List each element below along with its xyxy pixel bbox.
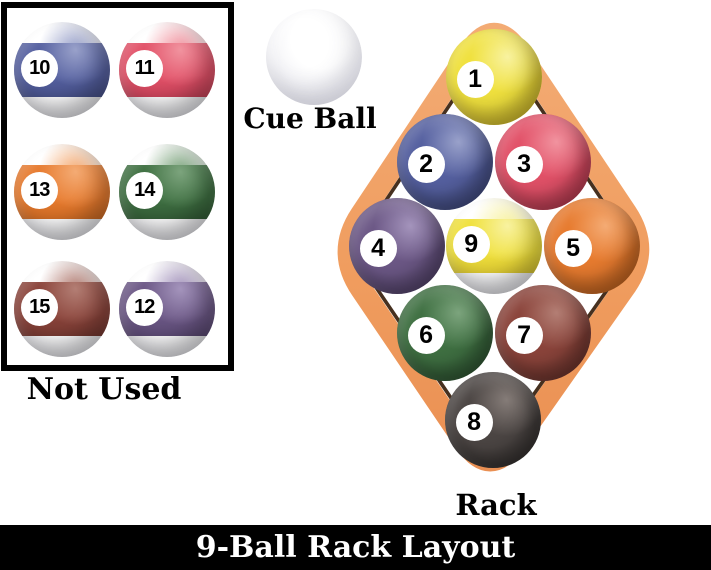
cue-ball — [266, 9, 362, 105]
ball-1: 1 — [446, 29, 542, 125]
ball-number: 10 — [20, 49, 58, 87]
rack-label: Rack — [455, 488, 537, 522]
title-bar: 9-Ball Rack Layout — [0, 525, 711, 570]
ball-14: 14 — [119, 144, 215, 240]
ball-9: 9 — [446, 198, 542, 294]
ball-12: 12 — [119, 261, 215, 357]
ball-number: 13 — [20, 171, 58, 209]
ball-number: 1 — [456, 60, 494, 98]
ball-6: 6 — [397, 285, 493, 381]
ball-number: 12 — [125, 288, 163, 326]
ball-7: 7 — [495, 285, 591, 381]
ball-11: 11 — [119, 22, 215, 118]
ball-number: 2 — [407, 145, 445, 183]
ball-5: 5 — [544, 198, 640, 294]
ball-4: 4 — [349, 198, 445, 294]
cue-ball-label: Cue Ball — [243, 102, 377, 135]
ball-number: 6 — [407, 316, 445, 354]
ball-3: 3 — [495, 114, 591, 210]
ball-15: 15 — [14, 261, 110, 357]
ball-number: 9 — [452, 225, 490, 263]
ball-10: 10 — [14, 22, 110, 118]
not-used-label: Not Used — [26, 372, 182, 407]
ball-number: 5 — [554, 229, 592, 267]
ball-number: 11 — [125, 49, 163, 87]
ball-number: 7 — [505, 316, 543, 354]
page-title: 9-Ball Rack Layout — [195, 530, 516, 565]
ball-number: 3 — [505, 145, 543, 183]
ball-shading — [266, 9, 362, 105]
ball-number: 14 — [125, 171, 163, 209]
ball-13: 13 — [14, 144, 110, 240]
ball-number: 8 — [455, 403, 493, 441]
ball-2: 2 — [397, 114, 493, 210]
ball-number: 15 — [20, 288, 58, 326]
ball-number: 4 — [359, 229, 397, 267]
ball-8: 8 — [445, 372, 541, 468]
